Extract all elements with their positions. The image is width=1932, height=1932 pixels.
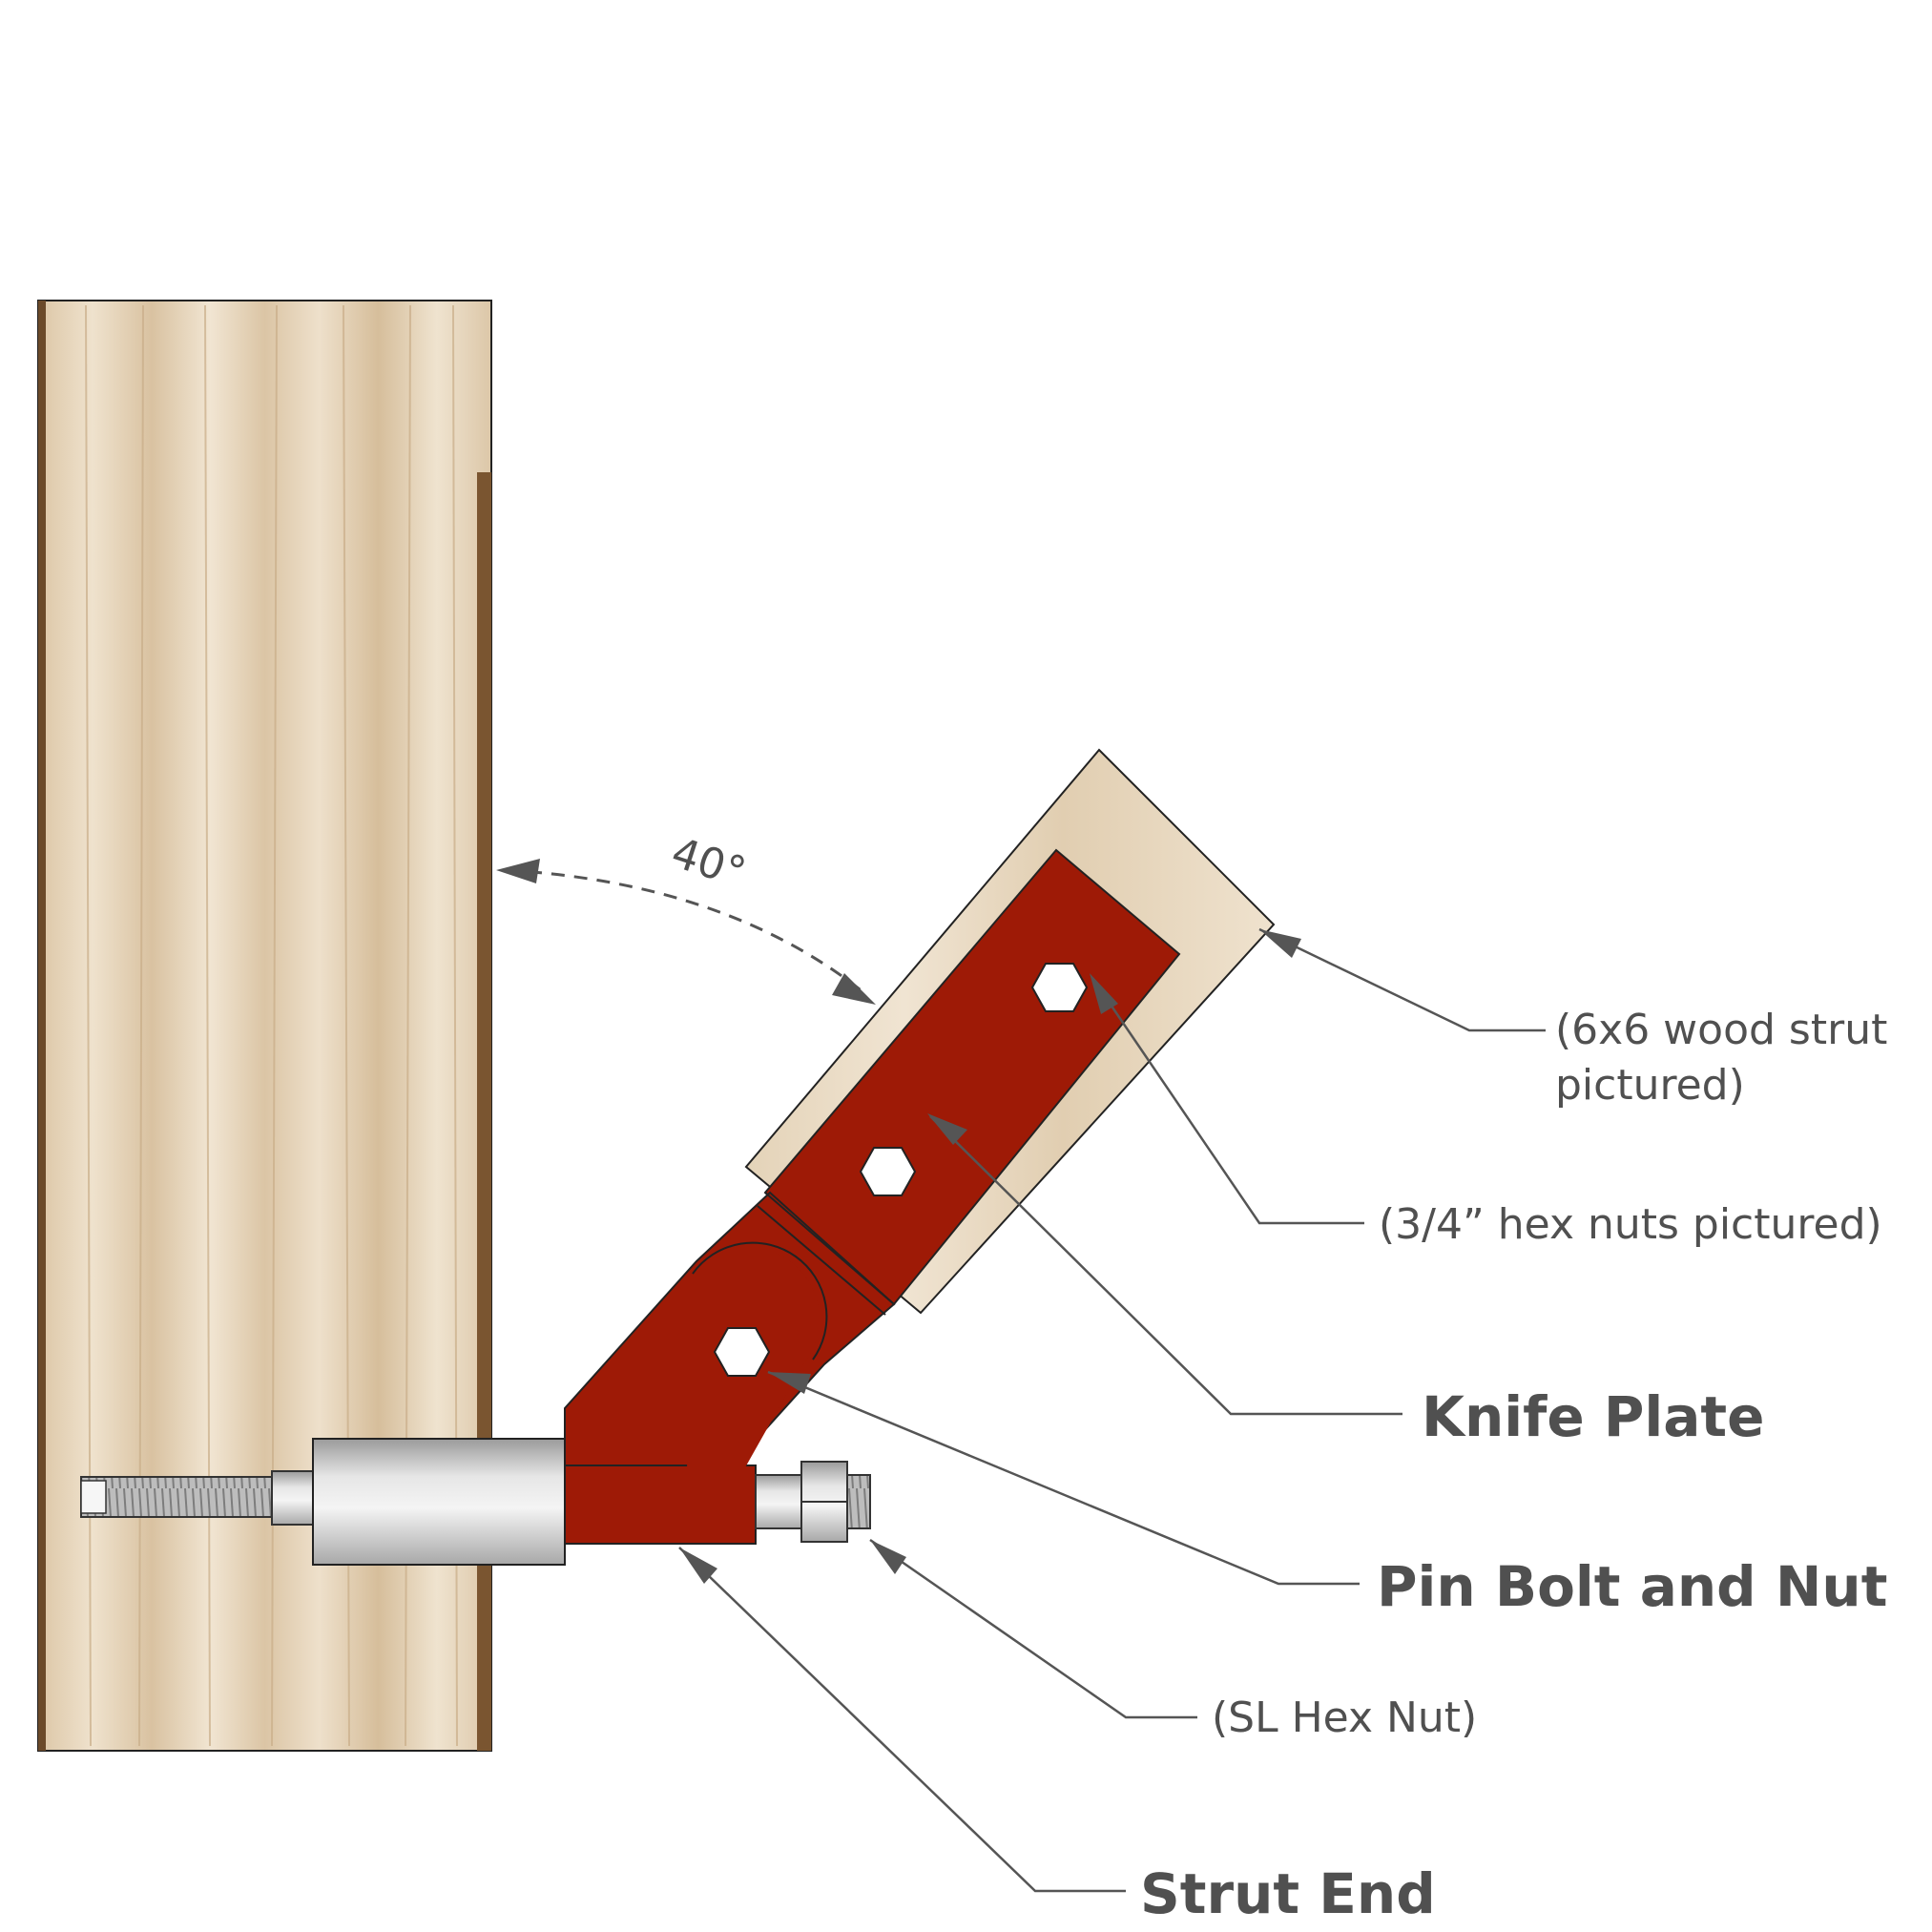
leader-sl-hex-nut <box>869 1538 1197 1719</box>
hex-nut-middle <box>859 1147 917 1196</box>
label-knife-plate: Knife Plate <box>1422 1384 1764 1449</box>
leader-hex-nuts <box>1090 973 1364 1225</box>
label-wood-strut-line1: (6x6 wood strut <box>1555 1006 1887 1054</box>
label-sl-hex-nut: (SL Hex Nut) <box>1212 1693 1477 1742</box>
leader-wood-strut <box>1258 927 1546 1032</box>
pipe-sleeve <box>312 1438 566 1566</box>
label-pin-bolt-and-nut: Pin Bolt and Nut <box>1377 1554 1887 1619</box>
knife-plate <box>564 848 1181 1545</box>
anchor-rod <box>80 1470 314 1526</box>
leader-knife-plate <box>927 1113 1402 1416</box>
label-strut-end: Strut End <box>1140 1861 1436 1926</box>
pin-bolt-stub <box>755 1474 802 1529</box>
sl-hex-nut <box>800 1461 871 1543</box>
hex-nut-upper <box>1030 963 1089 1012</box>
hex-nut-pin <box>713 1327 771 1377</box>
label-hex-nuts: (3/4” hex nuts pictured) <box>1379 1200 1882 1249</box>
leader-strut-end <box>678 1547 1126 1893</box>
angle-indicator: 40° <box>496 828 876 1005</box>
label-wood-strut-line2: pictured) <box>1555 1061 1745 1110</box>
leader-pin-bolt <box>767 1370 1360 1586</box>
angle-label: 40° <box>666 828 752 898</box>
